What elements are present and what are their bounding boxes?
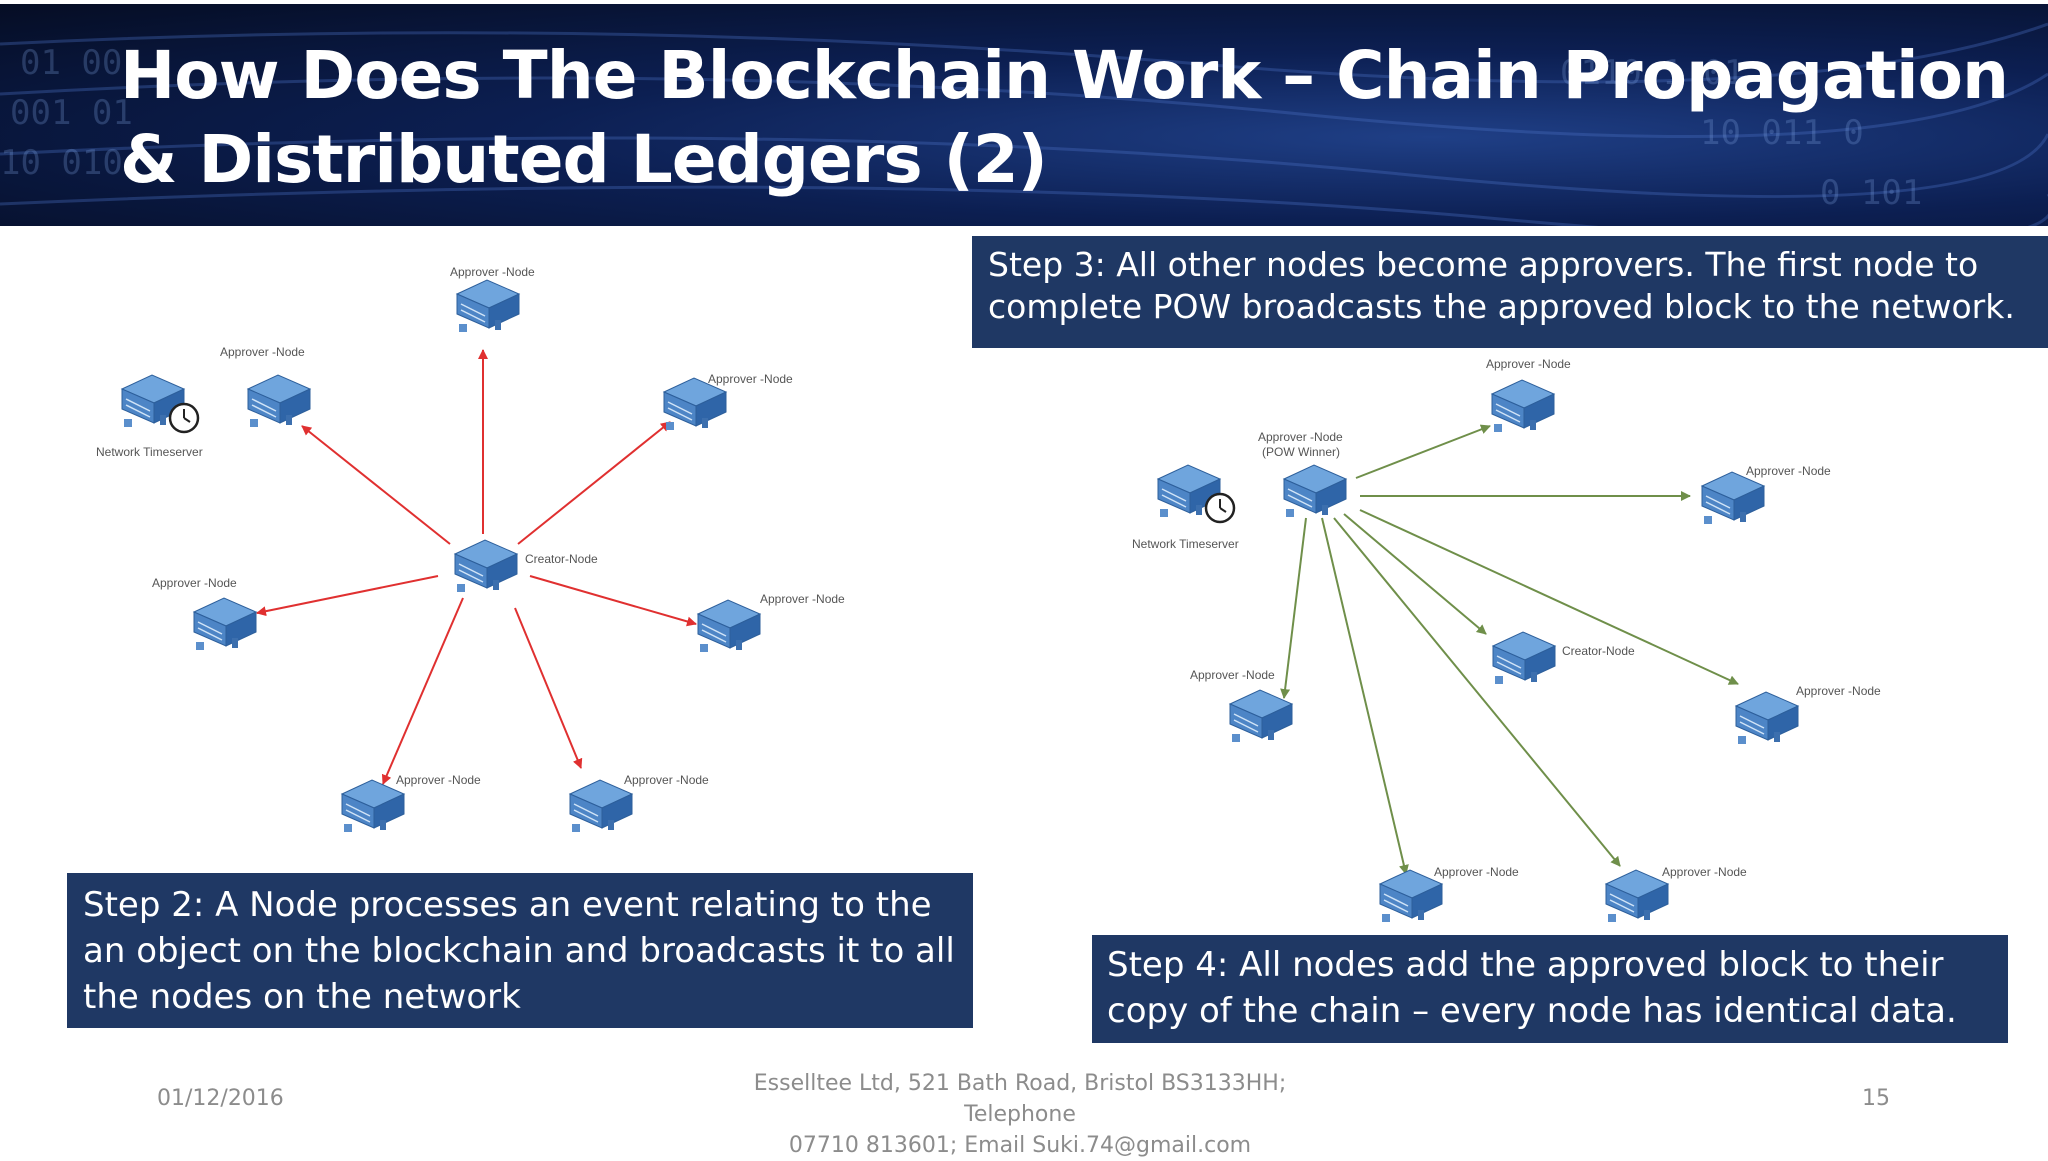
approver-label-lower-right: Approver -Node [624, 773, 709, 787]
approver-label-top-right: Approver -Node [1486, 357, 1571, 371]
approver-node-bottom-right-icon [1605, 869, 1669, 923]
approver-label-right-right: Approver -Node [1746, 464, 1831, 478]
approver-label-upper-right: Approver -Node [708, 372, 793, 386]
approver-label-bottom-right: Approver -Node [1662, 865, 1747, 879]
winner-label-line2: (POW Winner) [1262, 445, 1340, 459]
clock-icon [168, 402, 200, 434]
right-network-diagram: Approver -Node Approver -Node (POW Winne… [1132, 357, 1881, 923]
footer-address: Esselltee Ltd, 521 Bath Road, Bristol BS… [700, 1068, 1340, 1161]
creator-label-left: Creator-Node [525, 552, 598, 566]
timeserver-label-left: Network Timeserver [96, 445, 203, 459]
approver-node-far-right-icon [1735, 691, 1799, 745]
arrow-to-right [529, 575, 697, 627]
creator-label-right: Creator-Node [1562, 644, 1635, 658]
approver-node-lower-left-icon [341, 779, 405, 833]
svg-text:001 01: 001 01 [10, 93, 133, 133]
arrow-to-left [256, 575, 439, 617]
svg-text:10 010: 10 010 [0, 143, 123, 183]
arrow-to-lower-left [381, 597, 464, 785]
page-title: How Does The Blockchain Work – Chain Pro… [120, 37, 2009, 198]
step-3-box: Step 3: All other nodes become approvers… [972, 236, 2048, 348]
footer-address-line2: 07710 813601; Email Suki.74@gmail.com [788, 1133, 1252, 1158]
svg-text:01 00: 01 00 [20, 43, 122, 83]
step-4-box: Step 4: All nodes add the approved block… [1092, 935, 2008, 1043]
binary-background-graphic: 01 00 001 01 10 010 0110 1 01 10 011 0 0… [0, 22, 2048, 226]
clock-icon-right [1204, 492, 1236, 524]
approver-node-upper-left-icon [247, 374, 311, 428]
approver-node-top-right-icon [1491, 379, 1555, 433]
pow-winner-node-icon [1283, 464, 1347, 518]
approver-label-far-right: Approver -Node [1796, 684, 1881, 698]
arrow-to-upper-right [517, 421, 671, 545]
green-arrow-to-bottom-left [1321, 517, 1409, 875]
title-banner: 01 00 001 01 10 010 0110 1 01 10 011 0 0… [0, 4, 2048, 226]
svg-text:0 101: 0 101 [1820, 173, 1922, 213]
approver-node-top-icon [456, 279, 520, 333]
page-number: 15 [1862, 1086, 1890, 1111]
green-arrow-to-creator [1343, 513, 1487, 635]
approver-node-right-icon [697, 599, 761, 653]
arrow-to-lower-right [514, 607, 583, 769]
approver-label-right: Approver -Node [760, 592, 845, 606]
approver-node-right-right-icon [1701, 471, 1765, 525]
arrow-to-upper-left [301, 425, 451, 545]
green-arrow-to-top [1355, 424, 1491, 479]
footer-address-line1: Esselltee Ltd, 521 Bath Road, Bristol BS… [753, 1071, 1287, 1127]
green-arrow-to-bottom-right [1333, 517, 1621, 867]
approver-label-left: Approver -Node [152, 576, 237, 590]
svg-text:0110 1 01: 0110 1 01 [1560, 53, 1744, 93]
timeserver-label-right: Network Timeserver [1132, 537, 1239, 551]
approver-label-bottom-left: Approver -Node [1434, 865, 1519, 879]
step-2-box: Step 2: A Node processes an event relati… [67, 873, 973, 1028]
approver-label-left-right: Approver -Node [1190, 668, 1275, 682]
green-arrow-to-left [1280, 517, 1307, 699]
svg-text:10 011 0: 10 011 0 [1700, 113, 1864, 153]
approver-label-top: Approver -Node [450, 265, 535, 279]
approver-label-lower-left: Approver -Node [396, 773, 481, 787]
network-diagrams: Approver -Node Approver -Node Network Ti… [96, 265, 1881, 923]
left-network-diagram: Approver -Node Approver -Node Network Ti… [96, 265, 845, 833]
approver-node-bottom-left-icon [1379, 869, 1443, 923]
approver-node-left-icon [193, 597, 257, 651]
approver-label-upper-left: Approver -Node [220, 345, 305, 359]
approver-node-left-right-icon [1229, 689, 1293, 743]
winner-label-line1: Approver -Node [1258, 430, 1343, 444]
approver-node-lower-right-icon [569, 779, 633, 833]
green-arrow-to-far-right [1359, 509, 1739, 685]
creator-node-right-icon [1492, 631, 1556, 685]
creator-node-icon [454, 539, 518, 593]
footer-date: 01/12/2016 [157, 1086, 284, 1111]
